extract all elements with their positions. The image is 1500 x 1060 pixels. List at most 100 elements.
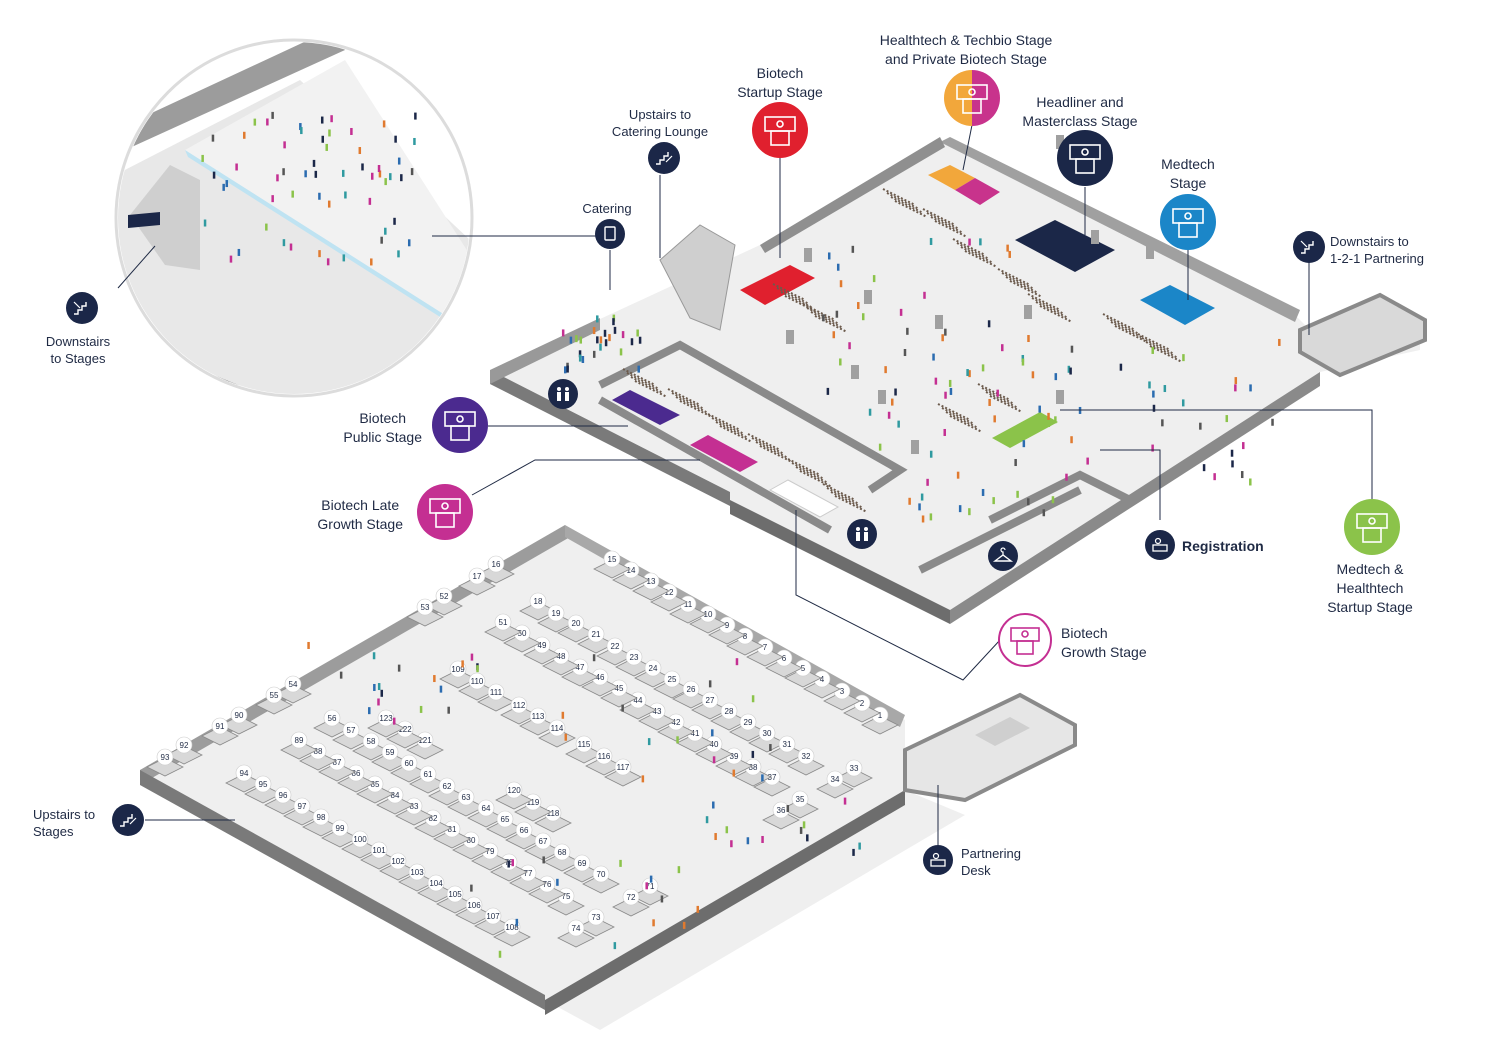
attendee	[211, 134, 215, 142]
attendee	[212, 171, 216, 179]
booth-number-77: 77	[524, 869, 533, 878]
attendee	[380, 689, 384, 697]
booth-number-badge	[720, 702, 738, 720]
seat-row	[941, 407, 975, 425]
label-medtech: Medtech Stage	[1161, 155, 1215, 193]
pillar	[851, 365, 859, 379]
label-biotech-late: Biotech Late Growth Stage	[317, 496, 403, 534]
attendee	[556, 878, 559, 886]
stage-medtech-startup-icon[interactable]	[1344, 499, 1400, 555]
stage-biotech-startup-icon[interactable]	[752, 102, 808, 158]
attendee	[283, 141, 286, 149]
stage-headliner-icon[interactable]	[1057, 130, 1113, 186]
booth-number-badge	[739, 713, 757, 731]
attendee	[645, 882, 648, 890]
booth-number-109: 109	[451, 665, 465, 674]
stairs-down-partnering-icon[interactable]	[1293, 231, 1325, 263]
attendee	[906, 327, 909, 335]
attendee	[307, 641, 310, 649]
attendee	[312, 159, 316, 167]
booth-number-66: 66	[520, 826, 529, 835]
booth-number-badge	[567, 919, 585, 937]
booth-number-11: 11	[684, 600, 693, 609]
cloakroom-hanger-icon[interactable]	[988, 541, 1018, 571]
stairs-down-stages-icon[interactable]	[66, 292, 98, 324]
attendee	[612, 314, 616, 322]
attendee	[751, 750, 755, 758]
attendee	[725, 826, 729, 834]
booth-number-badge	[487, 683, 505, 701]
carpet-health-right	[955, 178, 1000, 205]
attendee	[282, 239, 286, 247]
seat-row	[671, 392, 705, 410]
restroom-icon-upper[interactable]	[548, 379, 578, 409]
attendee	[944, 328, 947, 336]
attendee	[282, 168, 285, 176]
attendee	[836, 263, 840, 271]
carpet-biotech-startup	[740, 265, 815, 305]
attendee	[1151, 444, 1154, 452]
attendee	[358, 147, 362, 155]
attendee	[730, 840, 733, 848]
booth-number-59: 59	[386, 748, 395, 757]
booth-number-57: 57	[347, 726, 356, 735]
attendee	[638, 336, 642, 344]
stage-biotech-late-icon[interactable]	[417, 484, 473, 540]
stage-biotech-growth-icon[interactable]	[998, 613, 1052, 667]
attendee	[342, 254, 346, 262]
booth-number-badge	[293, 797, 311, 815]
label-line: Catering Lounge	[611, 124, 709, 139]
booth-number-75: 75	[562, 892, 571, 901]
booth-number-68: 68	[558, 848, 567, 857]
booth-number-30: 30	[763, 729, 772, 738]
attendee	[746, 837, 750, 845]
attendee	[839, 358, 842, 366]
partnering-desk-icon[interactable]	[923, 845, 953, 875]
booth-number-85: 85	[371, 780, 380, 789]
booth-number-badge	[342, 721, 360, 739]
attendee	[621, 704, 624, 712]
stage-healthtech-icon[interactable]	[944, 70, 1000, 126]
attendee	[981, 364, 985, 372]
booth-number-105: 105	[448, 890, 462, 899]
attendee	[1021, 358, 1025, 366]
label-upstairs-catering: Upstairs to Catering Lounge	[612, 106, 708, 140]
attendee	[918, 503, 921, 511]
registration-desk-icon[interactable]	[1145, 530, 1175, 560]
stairs-up-catering-icon[interactable]	[648, 142, 680, 174]
booth-number-badge	[778, 735, 796, 753]
booth-number-35: 35	[796, 795, 805, 804]
attendee	[1119, 363, 1123, 371]
seat-row	[814, 315, 848, 333]
booth-number-8: 8	[743, 632, 748, 641]
attendee	[848, 342, 851, 350]
attendee	[1249, 478, 1252, 486]
booth-number-badge	[606, 637, 624, 655]
attendee	[397, 664, 401, 672]
seat-row	[952, 238, 986, 256]
attendee	[592, 654, 596, 662]
stage-biotech-public-icon[interactable]	[432, 397, 488, 453]
booth-number-49: 49	[538, 641, 547, 650]
attendee	[326, 258, 330, 266]
booth-number-badge	[791, 790, 809, 808]
seat-row	[1110, 321, 1144, 339]
carpet-biotech-public	[612, 390, 680, 425]
booth-number-12: 12	[665, 588, 674, 597]
seat-row	[776, 287, 810, 305]
stage-medtech-icon[interactable]	[1160, 194, 1216, 250]
booth-number-badge	[496, 810, 514, 828]
booth-number-53: 53	[421, 603, 430, 612]
stairs-up-stages-icon[interactable]	[112, 804, 144, 836]
attendee	[377, 698, 380, 706]
booth-number-badge	[529, 707, 547, 725]
label-line: to Stages	[50, 351, 106, 366]
carpet-biotech-late	[690, 435, 758, 472]
booth-number-badge	[312, 808, 330, 826]
attendee	[637, 365, 640, 373]
attendee	[958, 505, 962, 513]
attendee	[705, 816, 709, 824]
seat-row	[795, 466, 829, 484]
catering-cup-icon[interactable]	[595, 219, 625, 249]
restroom-icon-lower[interactable]	[847, 519, 877, 549]
